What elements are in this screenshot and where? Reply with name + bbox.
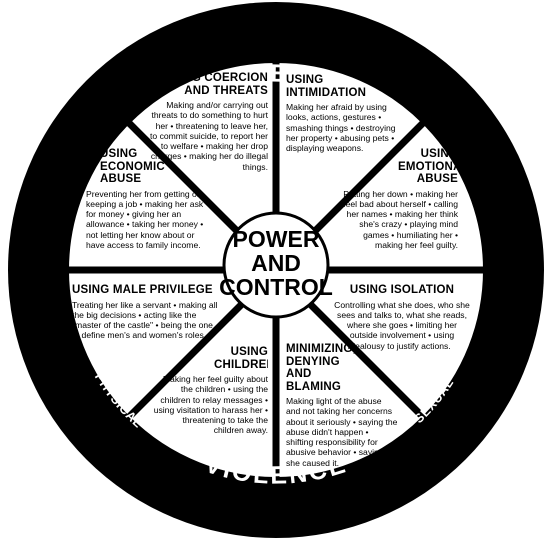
segment-male-privilege: USING MALE PRIVILEGE Treating her like a… — [72, 284, 222, 341]
segment-minimizing-denying-blaming: MINIMIZING, DENYING AND BLAMING Making l… — [286, 343, 398, 468]
segment-economic-abuse: USING ECONOMIC ABUSE Preventing her from… — [86, 148, 214, 250]
segment-emotional-abuse: USING EMOTIONAL ABUSE Putting her down •… — [340, 148, 458, 250]
segment-minimizing-body: Making light of the abuse and not taking… — [286, 396, 398, 468]
segment-minimizing-title: MINIMIZING, DENYING AND BLAMING — [286, 343, 356, 393]
segment-intimidation-body: Making her afraid by using looks, action… — [286, 102, 396, 154]
segment-coercion-body: Making and/or carrying out threats to do… — [150, 100, 268, 172]
segment-isolation-title: USING ISOLATION — [349, 284, 455, 296]
segment-children-title: USING CHILDREN — [214, 346, 268, 371]
segment-intimidation-title: USING INTIMIDATION — [286, 74, 367, 99]
segment-economic-body: Preventing her from getting or keeping a… — [86, 188, 204, 250]
hub-line-control: CONTROL — [219, 274, 333, 300]
hub-line-and: AND — [251, 250, 301, 276]
segment-coercion-and-threats: USING COERCION AND THREATS Making and/or… — [150, 72, 268, 172]
segment-using-children: USING CHILDREN Making her feel guilty ab… — [152, 346, 268, 436]
hub-line-power: POWER — [233, 226, 320, 252]
segment-economic-title: USING ECONOMIC ABUSE — [100, 148, 165, 185]
segment-children-body: Making her feel guilty about the childre… — [153, 374, 268, 436]
segment-intimidation: USING INTIMIDATION Making her afraid by … — [286, 74, 402, 153]
segment-isolation-body: Controlling what she does, who she sees … — [334, 299, 470, 351]
segment-emotional-title: USING EMOTIONAL ABUSE — [398, 148, 458, 185]
segment-isolation: USING ISOLATION Controlling what she doe… — [334, 284, 470, 351]
segment-emotional-body: Putting her down • making her feel bad a… — [343, 188, 458, 250]
hub-circle — [222, 211, 330, 319]
segment-coercion-title: USING COERCION AND THREATS — [163, 72, 268, 97]
segment-privilege-title: USING MALE PRIVILEGE — [72, 284, 213, 296]
segment-privilege-body: Treating her like a servant • making all… — [72, 299, 218, 341]
